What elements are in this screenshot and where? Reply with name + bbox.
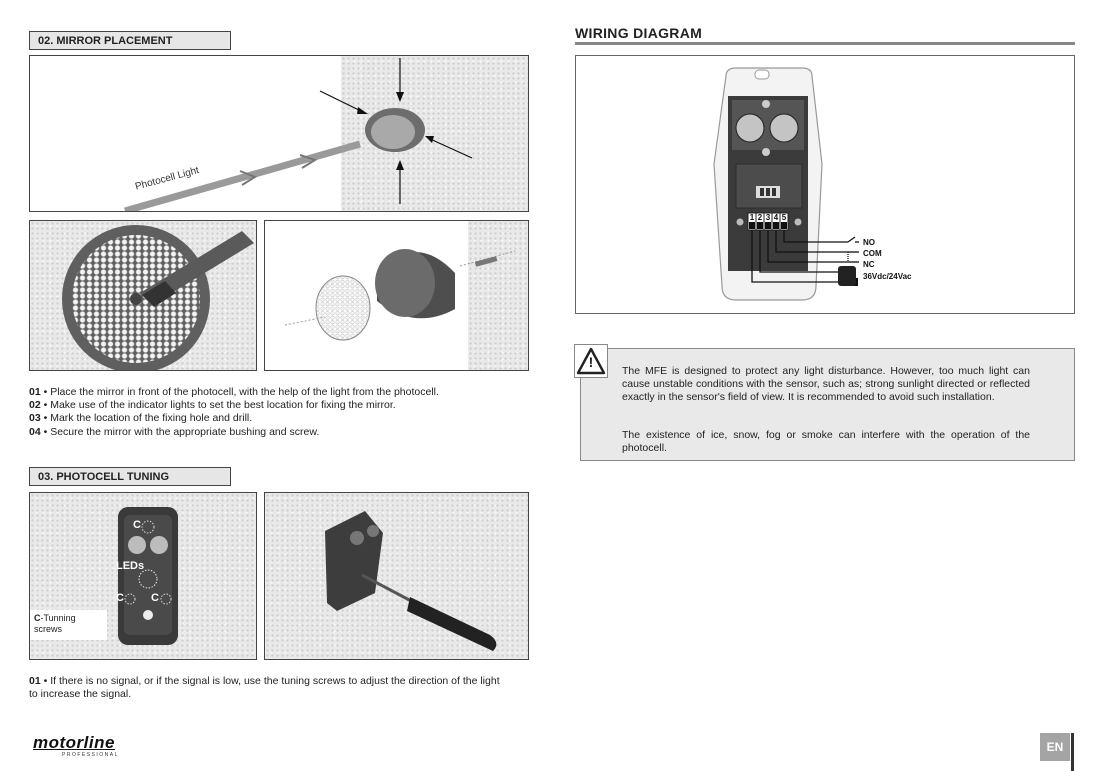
wall-plug <box>474 256 498 267</box>
wiring-heading: WIRING DIAGRAM <box>575 25 703 41</box>
terminal-4: 4 <box>774 213 779 222</box>
screwdriver-handle <box>407 597 497 651</box>
label-leds: LEDs <box>116 560 145 572</box>
photocell-angle-view <box>325 511 383 611</box>
warning-box <box>580 348 1075 461</box>
brand-subtitle: PROFESSIONAL <box>62 752 119 758</box>
language-badge: EN <box>1040 733 1070 761</box>
heading-text: 02. MIRROR PLACEMENT <box>38 35 173 47</box>
mirror-step-3: 03 • Mark the location of the fixing hol… <box>29 412 253 425</box>
warning-paragraph-2: The existence of ice, snow, fog or smoke… <box>622 429 1030 454</box>
lens-right <box>769 113 799 143</box>
mirror-step-1: 01 • Place the mirror in front of the ph… <box>29 386 439 398</box>
tuning-photo: C LEDs C C C-Tunning screws <box>29 492 257 660</box>
warning-glyph: ! <box>588 354 594 370</box>
warning-paragraph-1: The MFE is designed to protect any light… <box>622 365 1030 403</box>
label-c-left: C <box>116 592 124 604</box>
beam-arrow-1 <box>239 170 258 186</box>
label-power: 36Vdc/24Vac <box>863 272 912 281</box>
tuning-steps: 01 • If there is no signal, or if the si… <box>29 675 500 701</box>
wiring-heading-rule <box>575 42 1075 45</box>
mirror-steps: 01 • Place the mirror in front of the ph… <box>29 386 439 439</box>
heading-text: 03. PHOTOCELL TUNING <box>38 471 170 483</box>
wires <box>751 230 859 283</box>
terminal-5: 5 <box>782 213 787 222</box>
mirror-lens <box>371 115 415 149</box>
mirror-step-4: 04 • Secure the mirror with the appropri… <box>29 425 320 438</box>
label-no: NO <box>863 238 875 247</box>
section-heading-tuning: 03. PHOTOCELL TUNING <box>29 467 231 486</box>
screwdriver-photo <box>264 492 529 660</box>
terminal-2: 2 <box>758 213 763 222</box>
power-connector <box>838 266 856 286</box>
tuning-step-1: 01 • If there is no signal, or if the si… <box>29 675 500 687</box>
beam-arrow-2 <box>299 154 318 169</box>
mirror-placement-illustration: Photocell Light <box>29 55 529 212</box>
warning-icon: ! <box>574 344 608 378</box>
mirror-exploded-photo <box>264 220 529 371</box>
mirror-mark-photo <box>29 220 257 371</box>
brand-logo: motorline <box>33 733 115 752</box>
terminal-3: 3 <box>766 213 771 222</box>
mirror-diagram-svg <box>124 58 473 211</box>
light-beam <box>124 140 361 211</box>
tuning-caption: C-Tunning screws <box>30 610 107 640</box>
label-nc: NC <box>863 260 875 269</box>
mirror-step-2: 02 • Make use of the indicator lights to… <box>29 399 396 412</box>
wall-texture <box>341 56 528 211</box>
label-com: COM <box>863 249 882 258</box>
lens-left <box>735 113 765 143</box>
screwdriver-shaft <box>361 573 416 605</box>
tuning-step-1-cont: to increase the signal. <box>29 688 132 701</box>
label-c-right: C <box>151 592 159 604</box>
wiring-diagram: 1 2 3 4 5 NO COM NC 36Vdc/24Vac <box>575 55 1075 314</box>
section-heading-mirror: 02. MIRROR PLACEMENT <box>29 31 231 50</box>
label-c-top: C <box>133 519 141 531</box>
page-edge-bar <box>1071 733 1074 771</box>
reflector-disc <box>315 275 371 341</box>
terminal-1: 1 <box>750 213 755 222</box>
